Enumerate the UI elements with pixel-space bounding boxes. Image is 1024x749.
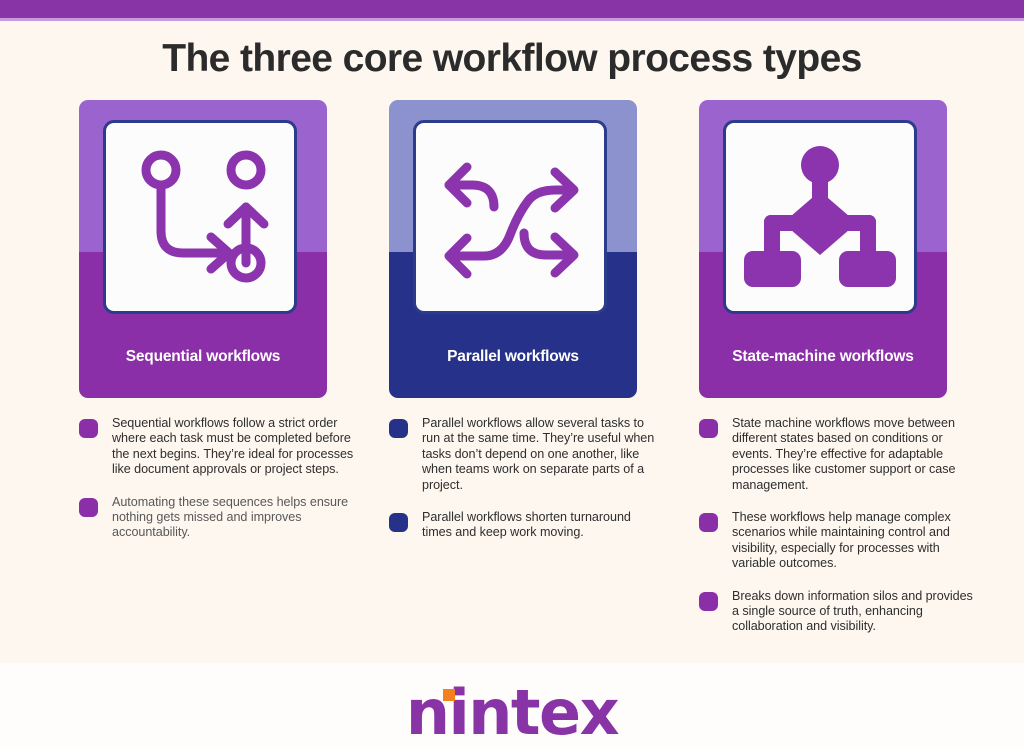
brand-logo: nintex	[0, 682, 1024, 744]
top-accent-bar	[0, 0, 1024, 18]
bullet-text: Parallel workflows shorten turnaround ti…	[422, 510, 631, 540]
bullet-marker	[79, 497, 98, 517]
bullet-columns: Sequential workflows follow a strict ord…	[0, 416, 1024, 666]
bullet-marker	[79, 419, 98, 438]
state-machine-hierarchy-icon	[744, 146, 896, 287]
card-label: State-machine workflows	[732, 348, 914, 365]
list-item: Parallel workflows allow several tasks t…	[389, 416, 664, 493]
page-title: The three core workflow process types	[162, 37, 862, 80]
icon-panel	[413, 120, 607, 314]
card-label: Parallel workflows	[447, 348, 579, 365]
shuffle-arrows-icon	[444, 162, 579, 279]
main-canvas: The three core workflow process types	[0, 21, 1024, 663]
bullet-marker	[699, 513, 718, 533]
card-sequential-workflows[interactable]: Sequential workflows	[79, 100, 327, 398]
orange-square-dot-icon	[442, 689, 455, 701]
bullet-text: Sequential workflows follow a strict ord…	[112, 416, 354, 477]
card-parallel-workflows[interactable]: Parallel workflows	[389, 100, 637, 398]
list-item: State machine workflows move between dif…	[699, 416, 974, 493]
bullet-text: Automating these sequences helps ensure …	[112, 494, 349, 540]
brand-logo-text: nintex	[405, 676, 620, 749]
sequential-flow-icon	[141, 150, 269, 283]
cards-row: Sequential workflows	[0, 100, 1024, 400]
bullet-marker	[389, 419, 408, 438]
footer: nintex	[0, 663, 1024, 748]
card-label: Sequential workflows	[125, 348, 281, 365]
bullet-marker	[699, 419, 718, 438]
icon-panel	[723, 120, 917, 314]
icon-panel	[103, 120, 297, 314]
list-item: Sequential workflows follow a strict ord…	[79, 416, 354, 478]
list-item: Breaks down information silos and provid…	[699, 589, 974, 635]
bullet-column-sequential: Sequential workflows follow a strict ord…	[79, 416, 354, 558]
bullet-column-parallel: Parallel workflows allow several tasks t…	[389, 416, 664, 558]
bullet-marker	[389, 513, 408, 533]
bullet-text: Parallel workflows allow several tasks t…	[422, 416, 655, 492]
bullet-text: These workflows help manage complex scen…	[732, 510, 951, 571]
bullet-text: Breaks down information silos and provid…	[732, 588, 973, 634]
list-item: Parallel workflows shorten turnaround ti…	[389, 510, 664, 541]
bullet-column-state-machine: State machine workflows move between dif…	[699, 416, 974, 652]
bullet-text: State machine workflows move between dif…	[732, 416, 956, 492]
list-item: Automating these sequences helps ensure …	[79, 495, 354, 541]
card-state-machine-workflows[interactable]: State-machine workflows	[699, 100, 947, 398]
top-accent-underline	[0, 18, 1024, 21]
bullet-marker	[699, 591, 718, 611]
list-item: These workflows help manage complex scen…	[699, 510, 974, 572]
